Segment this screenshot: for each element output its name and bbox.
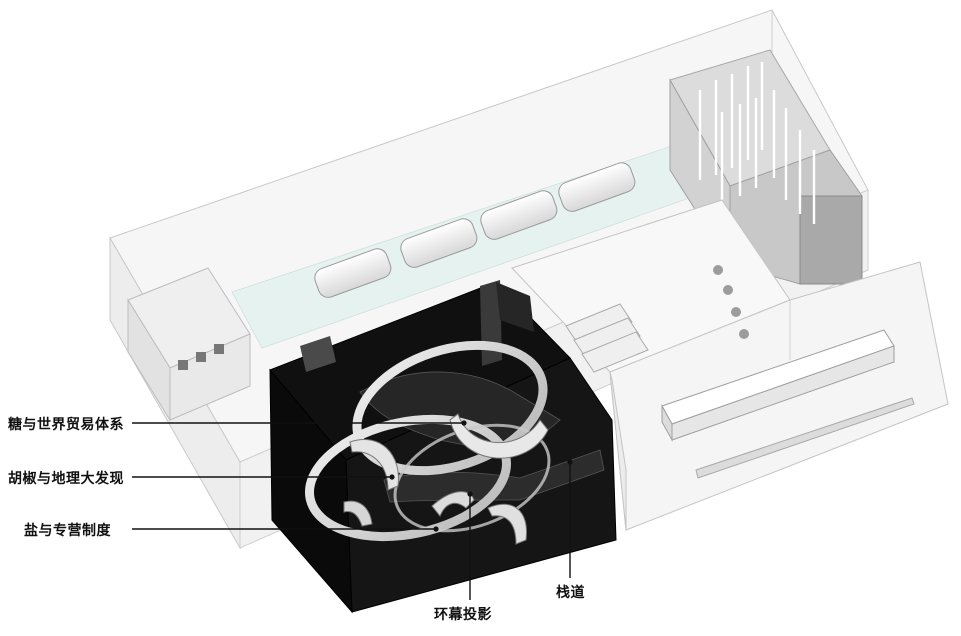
label-salt-monopoly: 盐与专营制度 [24, 523, 111, 539]
label-plank-walkway: 栈道 [556, 585, 585, 601]
right-wing-volume [511, 199, 949, 531]
leader-lines [132, 420, 573, 600]
label-pepper-discovery: 胡椒与地理大发现 [8, 471, 124, 487]
capsule-display-cases [314, 162, 636, 298]
left-entrance-box [127, 267, 251, 422]
label-ring-projection: 环幕投影 [434, 607, 492, 623]
label-sugar-trade: 糖与世界贸易体系 [8, 417, 124, 433]
curved-display-pods [343, 413, 549, 545]
light-rod-tower [669, 49, 863, 285]
